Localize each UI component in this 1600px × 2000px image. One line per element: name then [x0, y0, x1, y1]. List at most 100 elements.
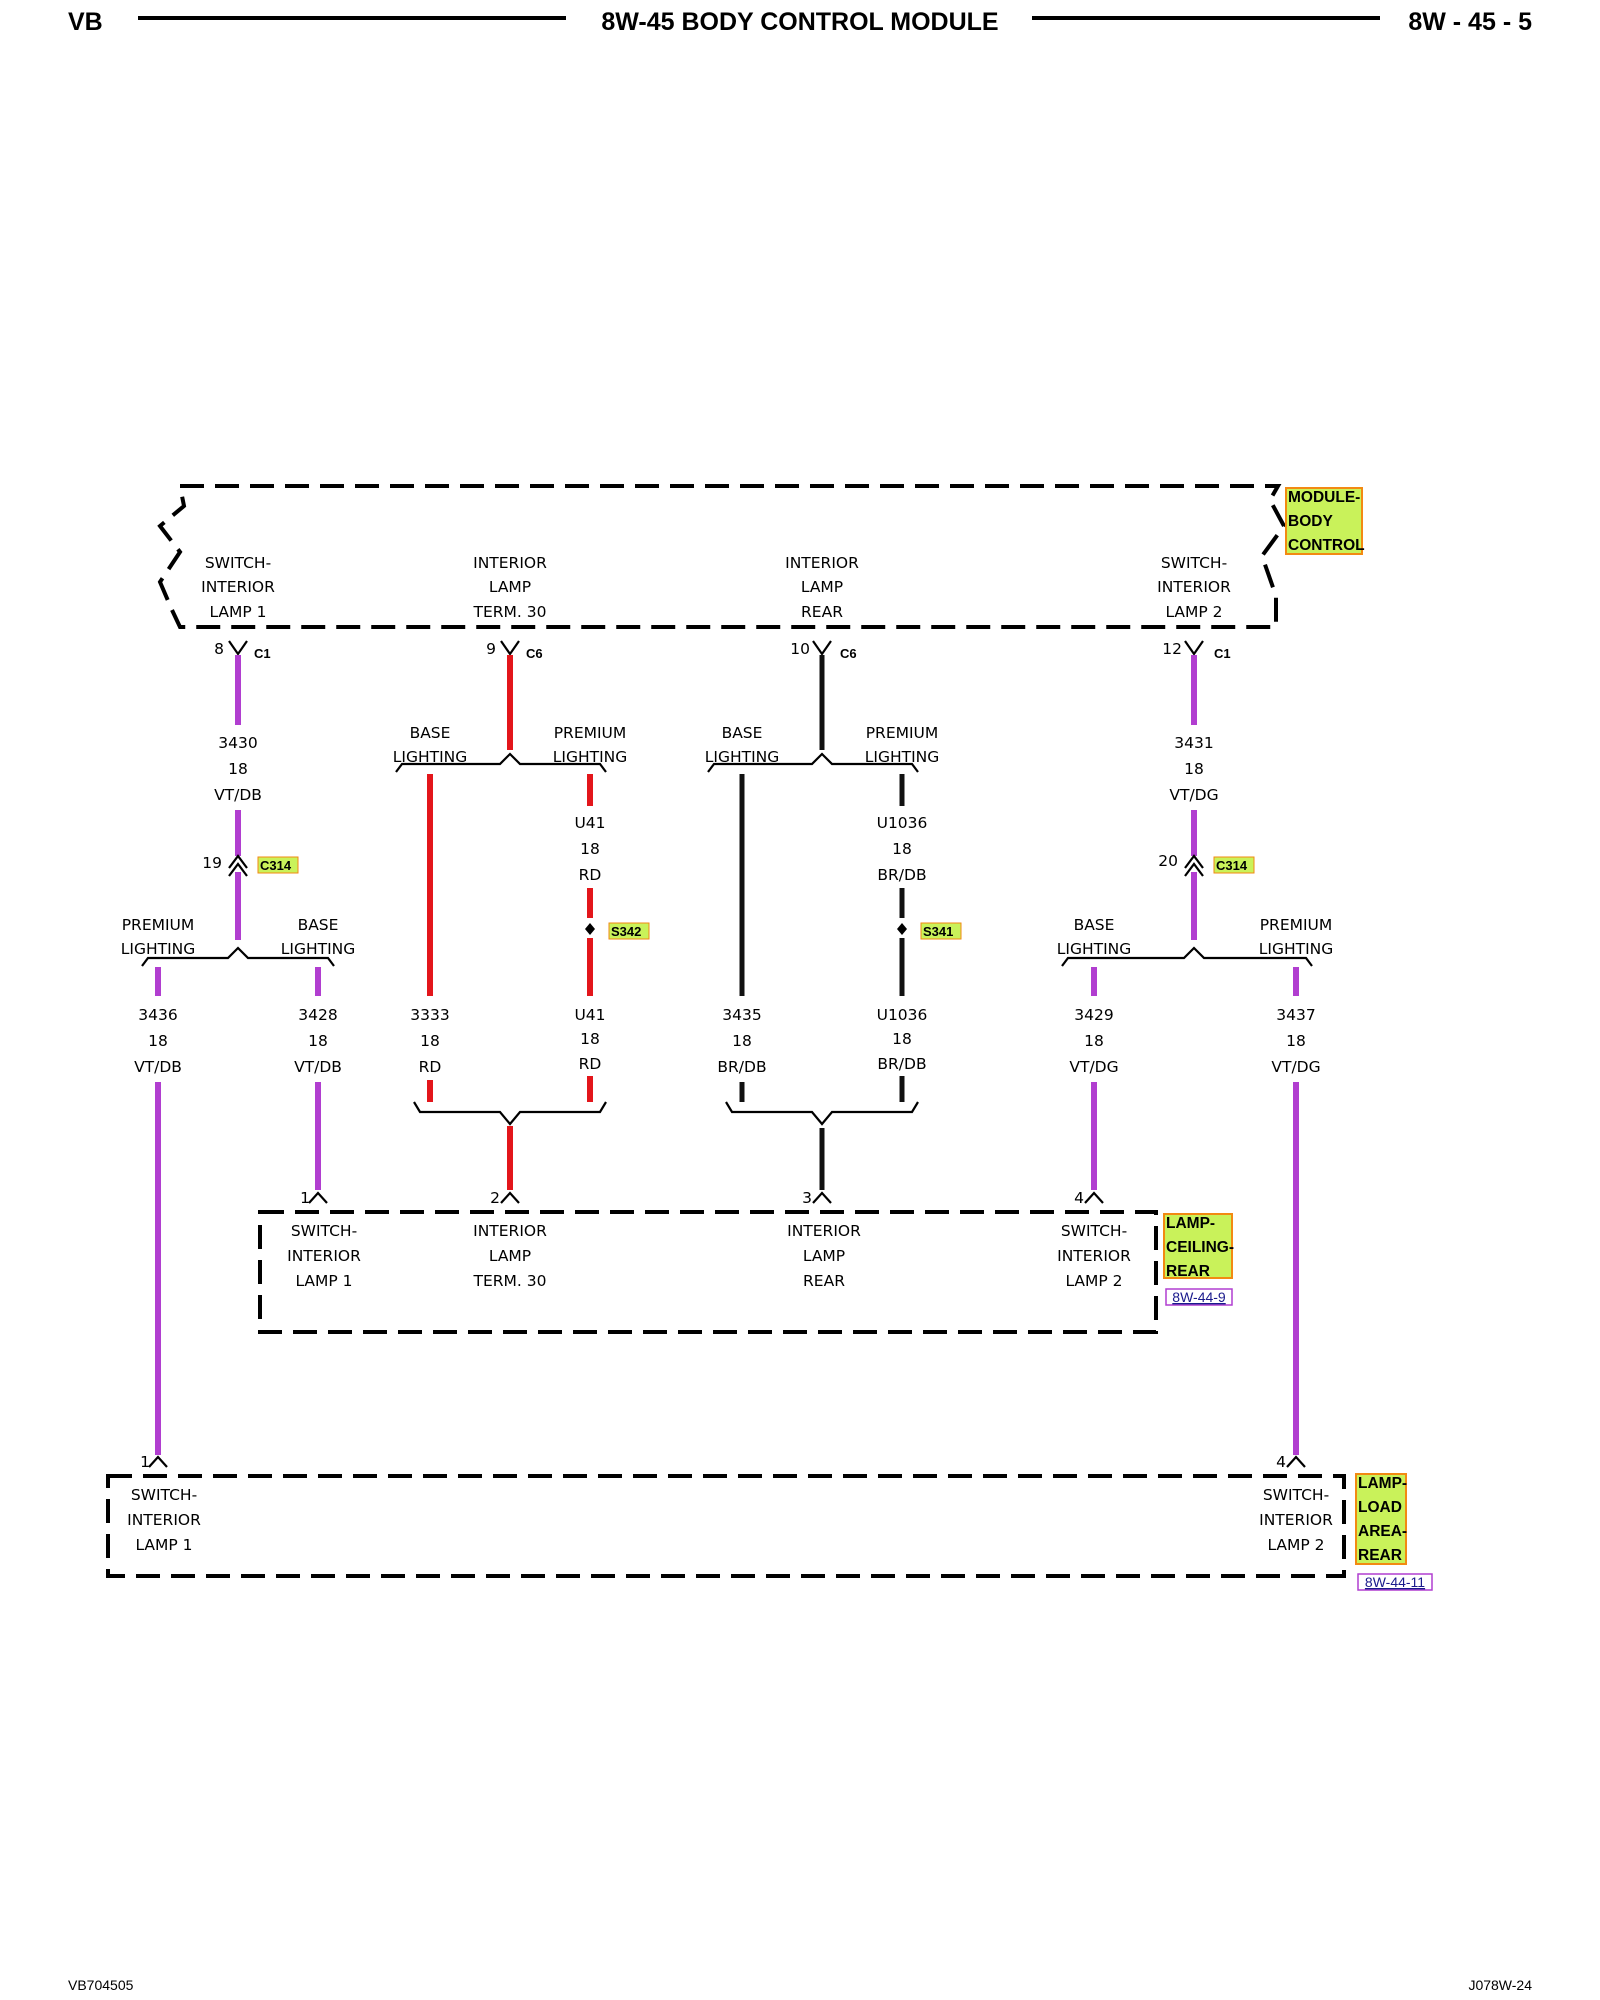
- connector-arrow-icon: [1184, 854, 1204, 869]
- wire-color: BR/DB: [877, 1055, 926, 1073]
- base-lighting-label: BASE: [722, 724, 763, 742]
- connector-tag-bg: [257, 856, 299, 874]
- load-lamp-ref-box: [1357, 1573, 1433, 1591]
- wire-color: RD: [579, 866, 602, 884]
- wire-color: RD: [579, 1055, 602, 1073]
- wire-gauge: 18: [580, 840, 600, 858]
- base-lighting-label: LIGHTING: [1057, 940, 1132, 958]
- ceiling-pin-label: INTERIOR: [787, 1222, 861, 1240]
- wire-labels: 3430 18 VT/DB 3431 18 VT/DG U41 18 RD U1…: [134, 734, 1321, 1076]
- wire-circuit: U1036: [877, 1006, 928, 1024]
- load-lamp-tag-bg: [1355, 1473, 1407, 1565]
- load-lamp-ref-link[interactable]: 8W-44-11: [1365, 1574, 1425, 1590]
- pin-number: 2: [490, 1189, 500, 1207]
- pin-number: 3: [802, 1189, 812, 1207]
- premium-lighting-label: PREMIUM: [122, 916, 195, 934]
- connector-id: C1: [254, 646, 271, 661]
- option-split-bracket: [1061, 946, 1313, 967]
- ceiling-pin-label: SWITCH-: [291, 1222, 357, 1240]
- connector-arrow-icon: [228, 862, 248, 877]
- premium-lighting-label: PREMIUM: [554, 724, 627, 742]
- wire-gauge: 18: [892, 1030, 912, 1048]
- premium-lighting-label: LIGHTING: [121, 940, 196, 958]
- wire-color: VT/DB: [214, 786, 262, 804]
- base-lighting-label: BASE: [1074, 916, 1115, 934]
- load-lamp-tag-line2: LOAD: [1358, 1499, 1402, 1516]
- pin-terminal-icon: [1084, 1191, 1104, 1204]
- wire-color: VT/DG: [1069, 1058, 1118, 1076]
- connector-id: C6: [840, 646, 857, 661]
- load-pin-label: SWITCH-: [1263, 1486, 1329, 1504]
- option-split-bracket: [141, 946, 335, 967]
- pin-number: 4: [1074, 1189, 1084, 1207]
- load-pin-label: SWITCH-: [131, 1486, 197, 1504]
- base-lighting-label: LIGHTING: [281, 940, 356, 958]
- wire-color: VT/DG: [1271, 1058, 1320, 1076]
- bcm-pin-label: INTERIOR: [1157, 578, 1231, 596]
- splice-id: S342: [611, 924, 641, 939]
- pin-terminal-icon: [812, 1191, 832, 1204]
- wire-gauge: 18: [892, 840, 912, 858]
- pin-number: 1: [300, 1189, 310, 1207]
- pin-terminal-icon: [228, 640, 248, 656]
- option-split-bracket: [395, 752, 607, 773]
- bcm-module-tag-line1: MODULE-: [1288, 489, 1360, 506]
- header-left: VB: [68, 8, 103, 36]
- bcm-pin-label: LAMP: [489, 578, 531, 596]
- premium-lighting-label: LIGHTING: [553, 748, 628, 766]
- ceiling-pin-label: LAMP 1: [295, 1272, 352, 1290]
- ceiling-pin-label: INTERIOR: [1057, 1247, 1131, 1265]
- splice-s341: S341: [897, 922, 962, 940]
- bcm-pin-label: INTERIOR: [473, 554, 547, 572]
- splice-tag-bg: [608, 922, 650, 940]
- premium-lighting-label: LIGHTING: [1259, 940, 1334, 958]
- ceiling-lamp-ref-link[interactable]: 8W-44-9: [1172, 1289, 1226, 1305]
- load-lamp-tag-line3: AREA-: [1358, 1523, 1407, 1540]
- bcm-module-tag-bg: [1285, 487, 1363, 555]
- ceiling-lamp-ref-box: [1165, 1288, 1233, 1306]
- connector-id: C1: [1214, 646, 1231, 661]
- load-pin-label: INTERIOR: [127, 1511, 201, 1529]
- wire-gauge: 18: [308, 1032, 328, 1050]
- wire-circuit: 3437: [1276, 1006, 1315, 1024]
- bcm-pin-connectors: 8 C1 9 C6 10 C6 12 C1: [214, 640, 1231, 661]
- inline-connector-c314-right: 20 C314: [1158, 852, 1255, 877]
- bcm-pin-label: LAMP 1: [209, 603, 266, 621]
- page-header: VB 8W-45 BODY CONTROL MODULE 8W - 45 - 5: [68, 8, 1532, 36]
- load-pin-label: LAMP 2: [1267, 1536, 1324, 1554]
- premium-lighting-label: LIGHTING: [865, 748, 940, 766]
- load-pin-label: LAMP 1: [135, 1536, 192, 1554]
- connector-id: C314: [260, 858, 292, 873]
- inline-connector-c314-left: 19 C314: [202, 854, 299, 877]
- ceiling-pin-label: TERM. 30: [473, 1272, 547, 1290]
- wire-color: RD: [419, 1058, 442, 1076]
- wire-circuit: 3431: [1174, 734, 1213, 752]
- bcm-module-tag-line3: CONTROL: [1288, 537, 1365, 554]
- bcm-pin-label: TERM. 30: [473, 603, 547, 621]
- wire-gauge: 18: [1286, 1032, 1306, 1050]
- wire-gauge: 18: [1184, 760, 1204, 778]
- bcm-pin-label: INTERIOR: [201, 578, 275, 596]
- base-lighting-label: BASE: [298, 916, 339, 934]
- load-lamp-tag-line1: LAMP-: [1358, 1475, 1407, 1492]
- load-lamp-outline: [106, 1474, 1346, 1578]
- connector-id: C314: [1216, 858, 1248, 873]
- wire-color: VT/DB: [134, 1058, 182, 1076]
- splice-tag-bg: [920, 922, 962, 940]
- ceiling-lamp-module: 1 2 3 4 SWITCH- INTERIOR LAMP 1 INTERIOR…: [258, 1189, 1234, 1334]
- wire-gauge: 18: [148, 1032, 168, 1050]
- wire-color: BR/DB: [717, 1058, 766, 1076]
- pin-number: 10: [790, 640, 810, 658]
- wire-gauge: 18: [580, 1030, 600, 1048]
- connector-arrow-icon: [228, 854, 248, 869]
- bcm-pin-label: INTERIOR: [785, 554, 859, 572]
- option-brackets: [141, 752, 1313, 1126]
- wire-circuit: 3428: [298, 1006, 337, 1024]
- wire-circuit: 3435: [722, 1006, 761, 1024]
- premium-lighting-label: PREMIUM: [1260, 916, 1333, 934]
- splice-dot-icon: [897, 923, 907, 935]
- bcm-pin-label: LAMP 2: [1165, 603, 1222, 621]
- bcm-module-tag-line2: BODY: [1288, 513, 1333, 530]
- pin-number: 4: [1276, 1453, 1286, 1471]
- footer-left: VB704505: [68, 1977, 134, 1993]
